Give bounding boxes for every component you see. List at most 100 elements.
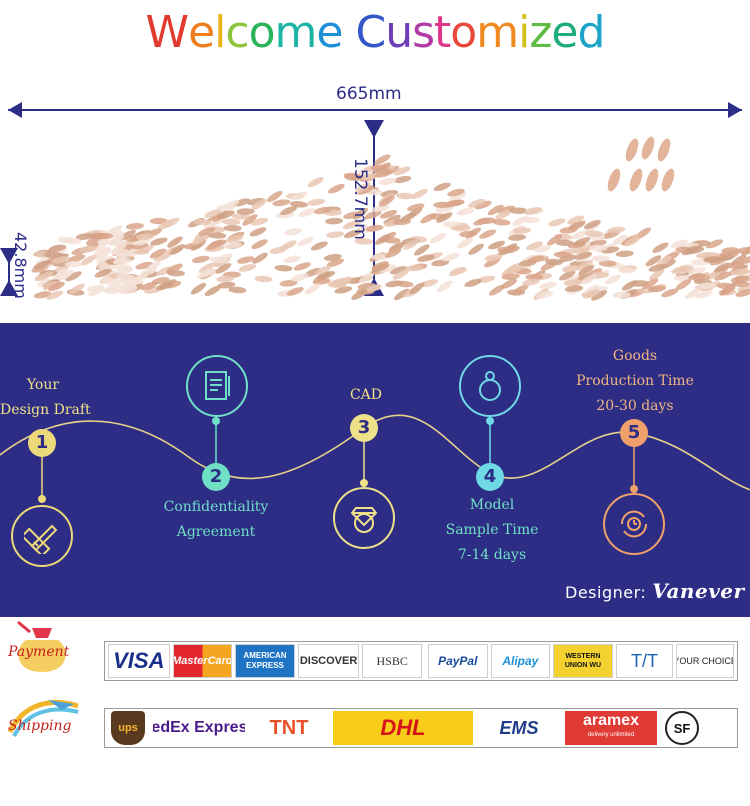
leaf-shape xyxy=(525,273,544,281)
step-4-label: Model Sample Time 7-14 days xyxy=(436,493,548,568)
title-word-1: Welcome xyxy=(146,4,344,62)
leaf-shape xyxy=(290,191,308,201)
aramex-logo: aramex delivery unlimited xyxy=(565,711,657,745)
leaf-shape xyxy=(407,203,425,212)
title-letter: m xyxy=(274,7,318,58)
leaf-shape xyxy=(611,234,628,246)
leaf-shape xyxy=(688,267,706,275)
leaf-shape xyxy=(251,198,267,211)
leaf-shape xyxy=(326,258,344,267)
step-5-line-3: 20-30 days xyxy=(596,398,674,414)
step-2-number: 2 xyxy=(202,463,230,491)
leaf-shape xyxy=(574,251,592,260)
leaf-shape xyxy=(80,254,97,266)
leaf-shape xyxy=(492,219,511,226)
leaf-shape xyxy=(68,283,85,295)
leaf-shape xyxy=(497,246,516,253)
ruler-pencil-icon xyxy=(11,505,73,567)
leaf-shape xyxy=(307,198,326,206)
leaf-shape xyxy=(251,239,268,250)
step-2-line-1: Confidentiality xyxy=(163,499,269,515)
leaf-shape xyxy=(365,224,384,232)
leaf-shape xyxy=(648,285,667,293)
leaf-shape xyxy=(431,259,450,267)
leaf-shape xyxy=(359,272,375,283)
leaf-shape xyxy=(615,250,634,258)
leaf-shape xyxy=(571,230,589,240)
leaf-shape xyxy=(357,185,375,195)
loose-leaf xyxy=(607,168,621,192)
page-title: Welcome Customized xyxy=(0,4,750,62)
title-letter: e xyxy=(551,7,578,58)
leaf-shape xyxy=(495,209,512,220)
step-1-number: 1 xyxy=(28,429,56,457)
step-2-line-2: Agreement xyxy=(176,524,256,540)
leaf-shape xyxy=(384,248,402,258)
leaf-shape xyxy=(501,273,520,280)
leaf-shape xyxy=(201,268,220,276)
leaf-shape xyxy=(697,282,716,290)
leaf-shape xyxy=(535,291,554,299)
leaf-shape xyxy=(468,243,484,255)
leaf-shape xyxy=(547,234,563,246)
loose-leaf xyxy=(661,168,675,192)
step-3-number: 3 xyxy=(350,414,378,442)
leaf-shape xyxy=(720,282,736,295)
step-5-line-2: Production Time xyxy=(576,373,694,389)
leaf-shape xyxy=(137,244,154,255)
leaf-shape xyxy=(512,284,529,295)
leaf-shape xyxy=(617,266,636,274)
leaf-shape xyxy=(103,287,122,294)
leaf-shape xyxy=(559,270,576,281)
leaf-shape xyxy=(297,236,314,247)
step-5-label: Goods Production Time 20-30 days xyxy=(568,344,702,419)
leaf-shape xyxy=(447,188,465,197)
dhl-logo: DHL xyxy=(333,711,473,745)
leaf-shape xyxy=(457,237,473,249)
leaf-shape xyxy=(456,207,475,216)
ups-logo: ups xyxy=(111,711,145,745)
leaf-shape xyxy=(206,240,224,250)
payment-methods-panel: VISA MasterCard AMERICAN EXPRESS DISCOVE… xyxy=(104,641,738,681)
title-letter: e xyxy=(188,7,215,58)
leaf-shape xyxy=(215,253,233,263)
leaf-shape xyxy=(68,254,86,263)
leaf-shape xyxy=(414,244,430,256)
leaf-shape xyxy=(539,281,558,290)
step-4-line-1: Model xyxy=(469,497,515,513)
mastercard-logo: MasterCard xyxy=(172,644,233,678)
step-1-label: Your Design Draft xyxy=(0,373,91,423)
leaf-shape xyxy=(266,190,283,203)
leaf-shape xyxy=(36,271,54,281)
leaf-shape xyxy=(433,182,451,192)
leaf-shape xyxy=(591,255,610,262)
leaf-shape xyxy=(479,229,496,239)
leaf-shape xyxy=(317,270,336,280)
aramex-name: aramex xyxy=(582,712,640,729)
leaf-shape xyxy=(581,273,598,285)
leaf-shape xyxy=(573,237,591,247)
leaf-shape xyxy=(635,227,651,239)
paypal-logo: PayPal xyxy=(427,644,488,678)
leaf-shape xyxy=(314,265,332,276)
leaf-shape xyxy=(88,286,105,297)
shipping-word: Shipping xyxy=(8,718,72,734)
leaf-shape xyxy=(223,224,242,232)
leaf-shape xyxy=(437,280,453,293)
leaf-shape xyxy=(115,267,134,275)
leaf-shape xyxy=(670,239,688,249)
leaf-shape xyxy=(279,280,298,287)
leaf-shape xyxy=(217,210,235,219)
leaf-shape xyxy=(280,206,298,216)
leaf-shape xyxy=(364,284,381,294)
leaf-shape xyxy=(582,289,600,299)
leaf-shape xyxy=(236,208,255,215)
leaf-shape xyxy=(120,286,138,295)
leaf-shape xyxy=(706,239,723,249)
leaf-shape xyxy=(449,267,466,277)
leaf-shape xyxy=(145,261,161,273)
leaf-shape xyxy=(252,252,268,264)
leaf-shape xyxy=(167,236,183,248)
leaf-shape xyxy=(228,286,247,294)
airplane-icon xyxy=(7,699,79,738)
